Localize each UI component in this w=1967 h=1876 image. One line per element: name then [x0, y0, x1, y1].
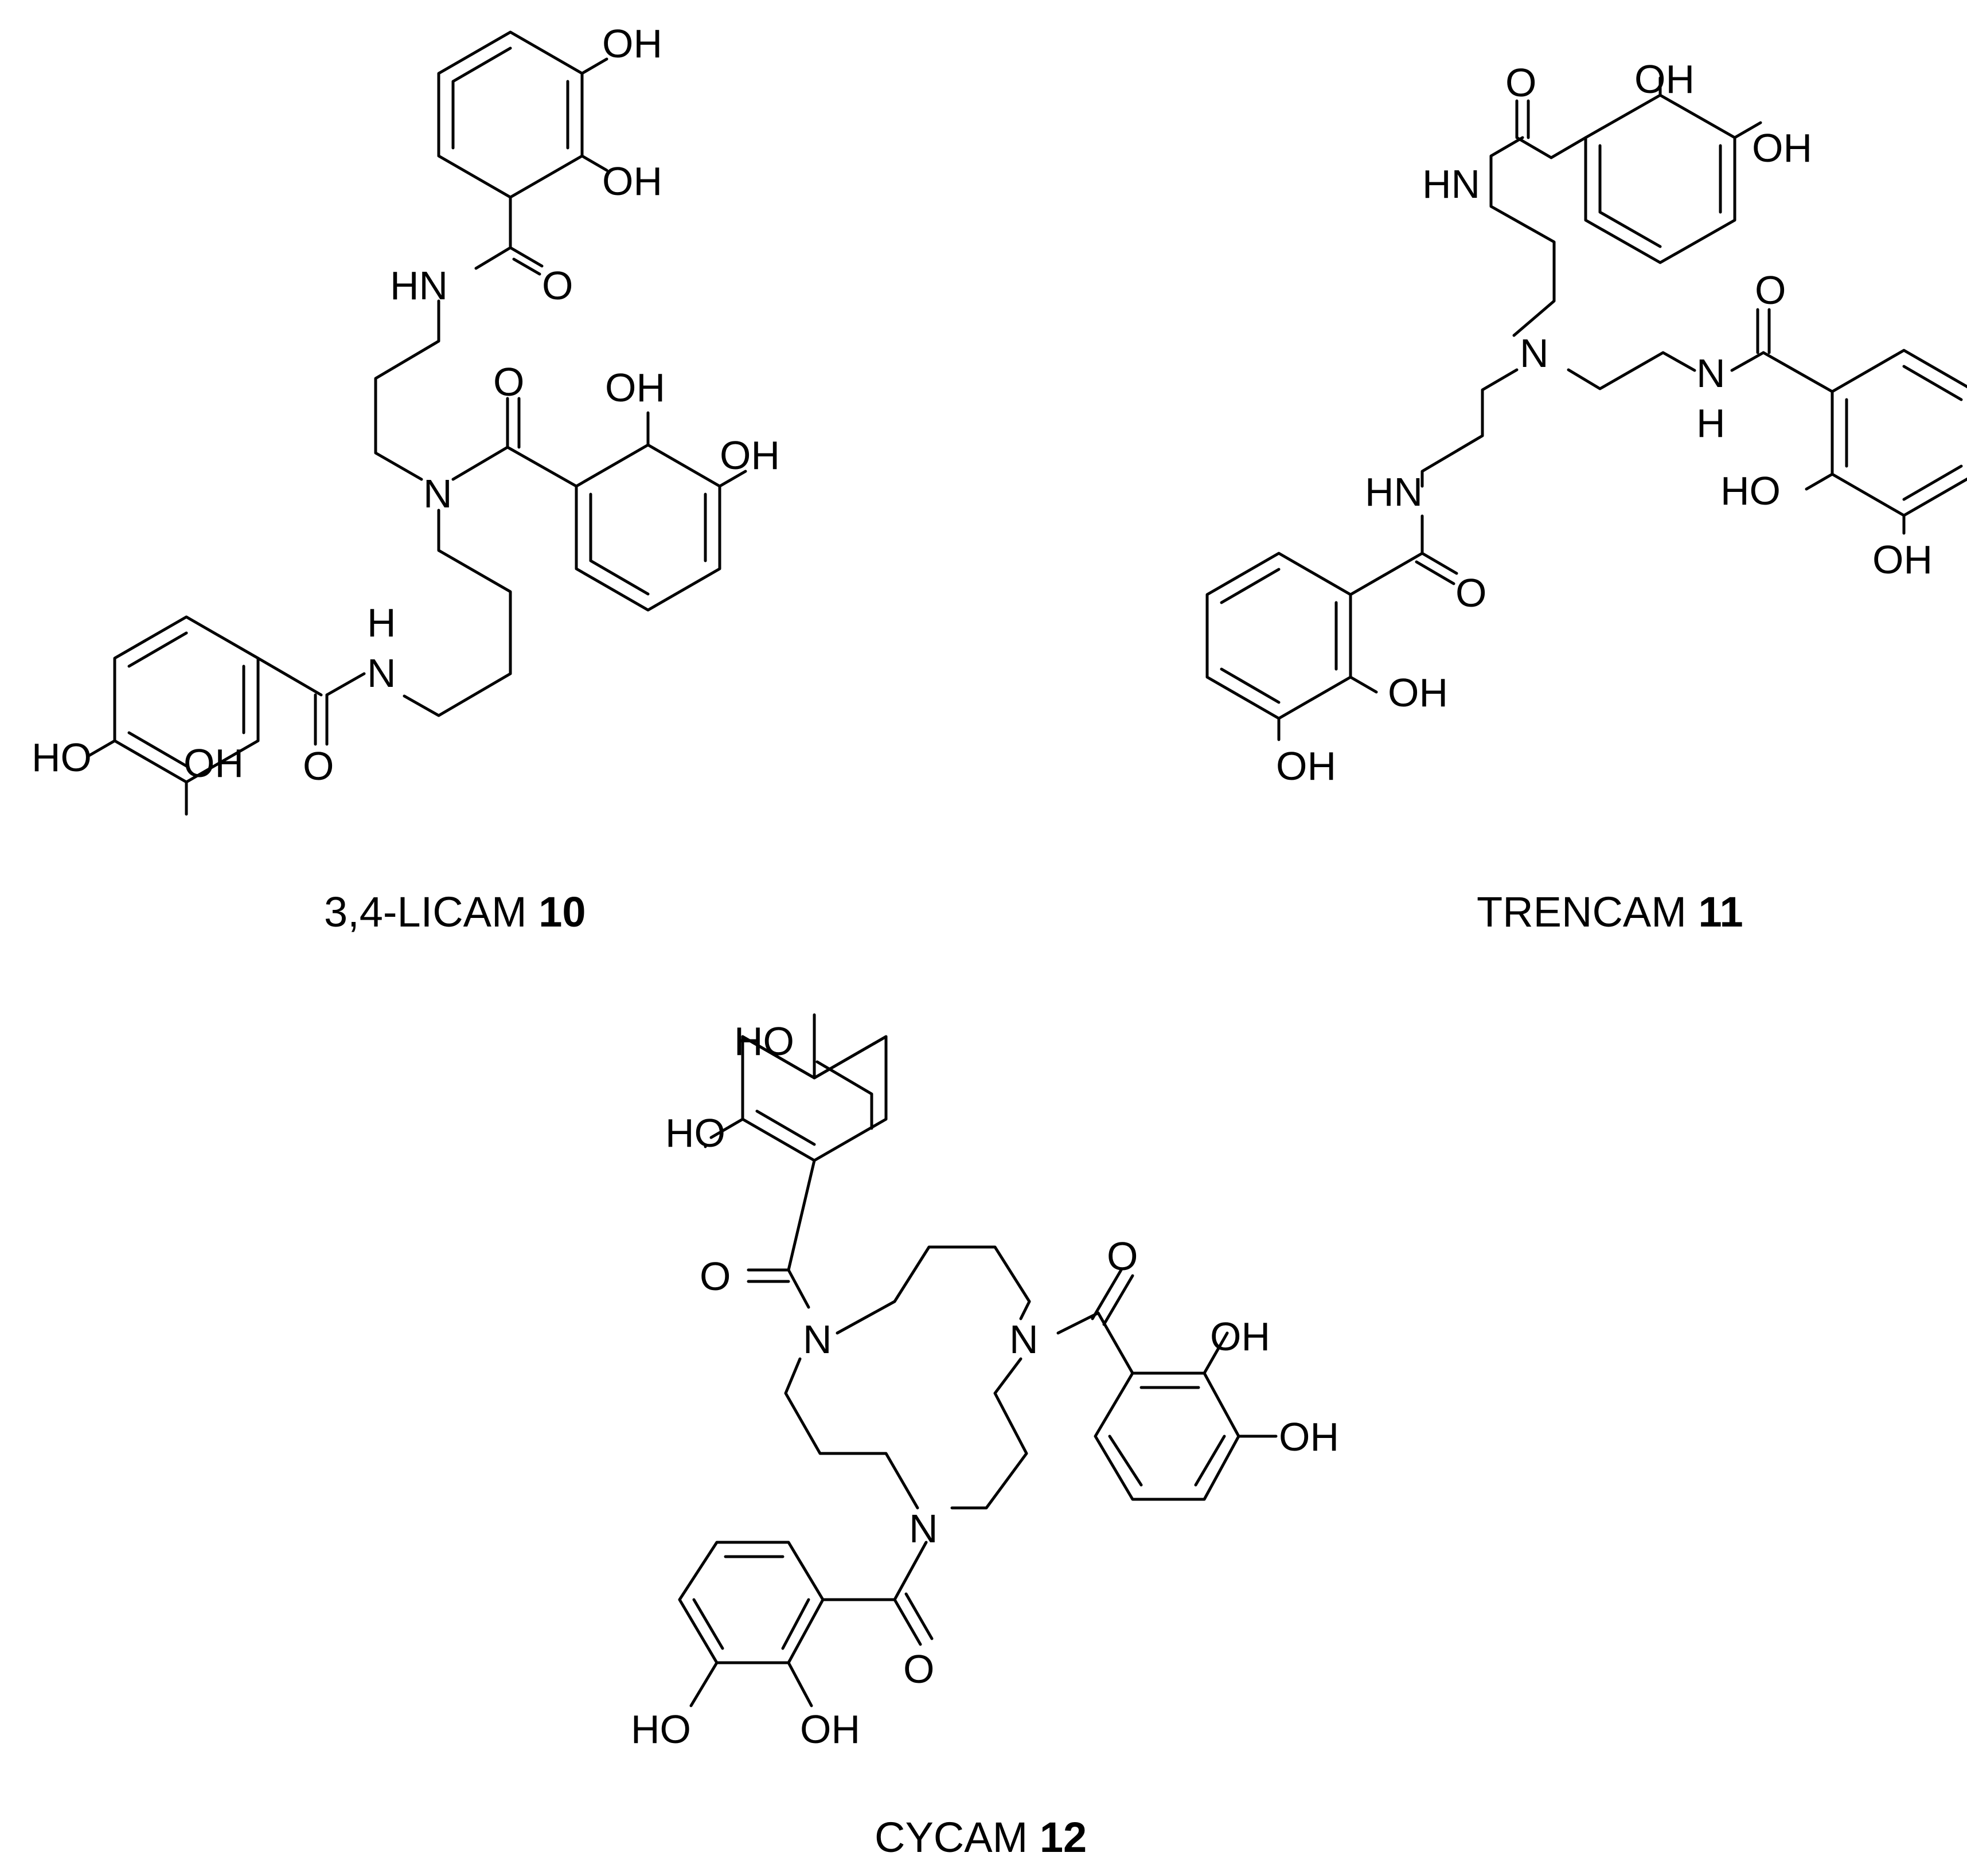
- atom-label: O: [700, 1254, 731, 1299]
- bond: [506, 445, 578, 488]
- atom-label: O: [903, 1647, 934, 1691]
- compound-10-ring-top: [437, 30, 584, 199]
- bond: [1733, 121, 1762, 139]
- compound-12-ring-right: [1094, 1371, 1240, 1501]
- atom-label: HO: [734, 1019, 794, 1064]
- compound-name: 3,4-LICAM: [324, 888, 527, 936]
- bond: [314, 693, 329, 746]
- bond: [787, 1159, 816, 1272]
- atom-label: H: [1696, 401, 1726, 445]
- atom-label: O: [1755, 268, 1786, 312]
- bond: [580, 154, 608, 172]
- atom-label: HN: [1365, 470, 1423, 514]
- compound-11-ring-right: [1831, 349, 1967, 517]
- bond: [403, 509, 512, 717]
- bond: [787, 1661, 813, 1707]
- bond: [704, 1117, 744, 1148]
- bond: [1515, 99, 1553, 159]
- atom-label: O: [542, 263, 573, 308]
- atom-label: N: [367, 651, 396, 695]
- compound-10-ring-mid: [575, 443, 721, 612]
- compound-number: 11: [1698, 888, 1743, 936]
- bond: [1805, 472, 1834, 491]
- atom-label: N: [909, 1506, 938, 1551]
- compound-11-structure: O OH OH HN N O N H HO OH HN O OH OH: [1205, 57, 1967, 788]
- bond: [374, 299, 440, 481]
- atom-label: N: [1520, 331, 1549, 376]
- bond: [1349, 675, 1378, 694]
- bond: [1420, 368, 1519, 488]
- atom-label: H: [367, 600, 396, 645]
- atom-label: OH: [1634, 57, 1695, 101]
- bond: [1096, 1311, 1134, 1375]
- bond: [1489, 136, 1556, 337]
- bond: [325, 672, 366, 697]
- compound-number: 12: [1040, 1814, 1087, 1861]
- compound-11-ring-top: [1584, 93, 1736, 264]
- atom-label: HO: [665, 1111, 725, 1155]
- atom-label: OH: [602, 159, 662, 204]
- atom-label: OH: [1279, 1414, 1339, 1459]
- atom-label: O: [1455, 570, 1486, 615]
- bond: [1550, 136, 1587, 159]
- bond: [1762, 351, 1834, 393]
- bond: [784, 1357, 919, 1510]
- bond: [580, 57, 608, 75]
- bond: [509, 246, 544, 276]
- bond: [836, 1245, 1031, 1335]
- bond: [1203, 1331, 1229, 1375]
- atom-label: OH: [1388, 670, 1448, 715]
- bond: [474, 246, 512, 270]
- compound-11-caption: TRENCAM 11: [1477, 888, 1743, 936]
- atom-label: N: [1696, 351, 1726, 396]
- atom-label: OH: [800, 1707, 860, 1752]
- atom-label: OH: [1210, 1314, 1270, 1359]
- atom-label: OH: [605, 365, 665, 410]
- bond: [1730, 308, 1771, 372]
- atom-label: N: [423, 471, 452, 516]
- atom-label: HO: [1720, 468, 1781, 513]
- bond: [893, 1541, 934, 1646]
- atom-label: HN: [1422, 162, 1480, 206]
- atom-label: O: [303, 744, 334, 788]
- bond: [256, 656, 323, 697]
- compound-12-caption: CYCAM 12: [875, 1814, 1087, 1861]
- atom-label: OH: [1752, 126, 1812, 170]
- atom-label: OH: [720, 433, 780, 478]
- atom-label: OH: [602, 21, 662, 66]
- compound-10-structure: OH OH HN O O OH OH N H N O HO OH: [32, 21, 780, 816]
- bond: [1349, 552, 1424, 596]
- bond: [1567, 351, 1696, 390]
- atom-label: N: [1009, 1317, 1039, 1362]
- compound-12-structure: HO HO O N N O OH OH N O HO OH: [631, 1013, 1339, 1752]
- bond: [689, 1661, 719, 1707]
- bond: [747, 1268, 790, 1283]
- atom-label: OH: [1872, 537, 1933, 582]
- bond: [1415, 514, 1458, 585]
- atom-label: O: [493, 359, 524, 404]
- atom-label: O: [1107, 1234, 1138, 1279]
- atom-label: N: [803, 1317, 832, 1362]
- atom-label: HO: [32, 735, 92, 780]
- bond: [1056, 1268, 1134, 1335]
- bond: [451, 397, 521, 481]
- compound-10-caption: 3,4-LICAM 10: [324, 888, 586, 936]
- bond: [950, 1357, 1028, 1510]
- atom-label: O: [1505, 60, 1536, 105]
- compound-name: CYCAM: [875, 1814, 1028, 1861]
- bond: [87, 739, 116, 757]
- bond: [718, 470, 747, 488]
- compound-name: TRENCAM: [1477, 888, 1687, 936]
- compound-11-ring-left: [1205, 552, 1352, 720]
- compound-12-ring-bottom: [678, 1541, 825, 1664]
- compound-number: 10: [538, 888, 586, 936]
- atom-label: OH: [1276, 744, 1336, 788]
- atom-label: HN: [390, 263, 448, 308]
- atom-label: OH: [184, 741, 244, 785]
- bond: [787, 1268, 810, 1309]
- atom-label: HO: [631, 1707, 691, 1752]
